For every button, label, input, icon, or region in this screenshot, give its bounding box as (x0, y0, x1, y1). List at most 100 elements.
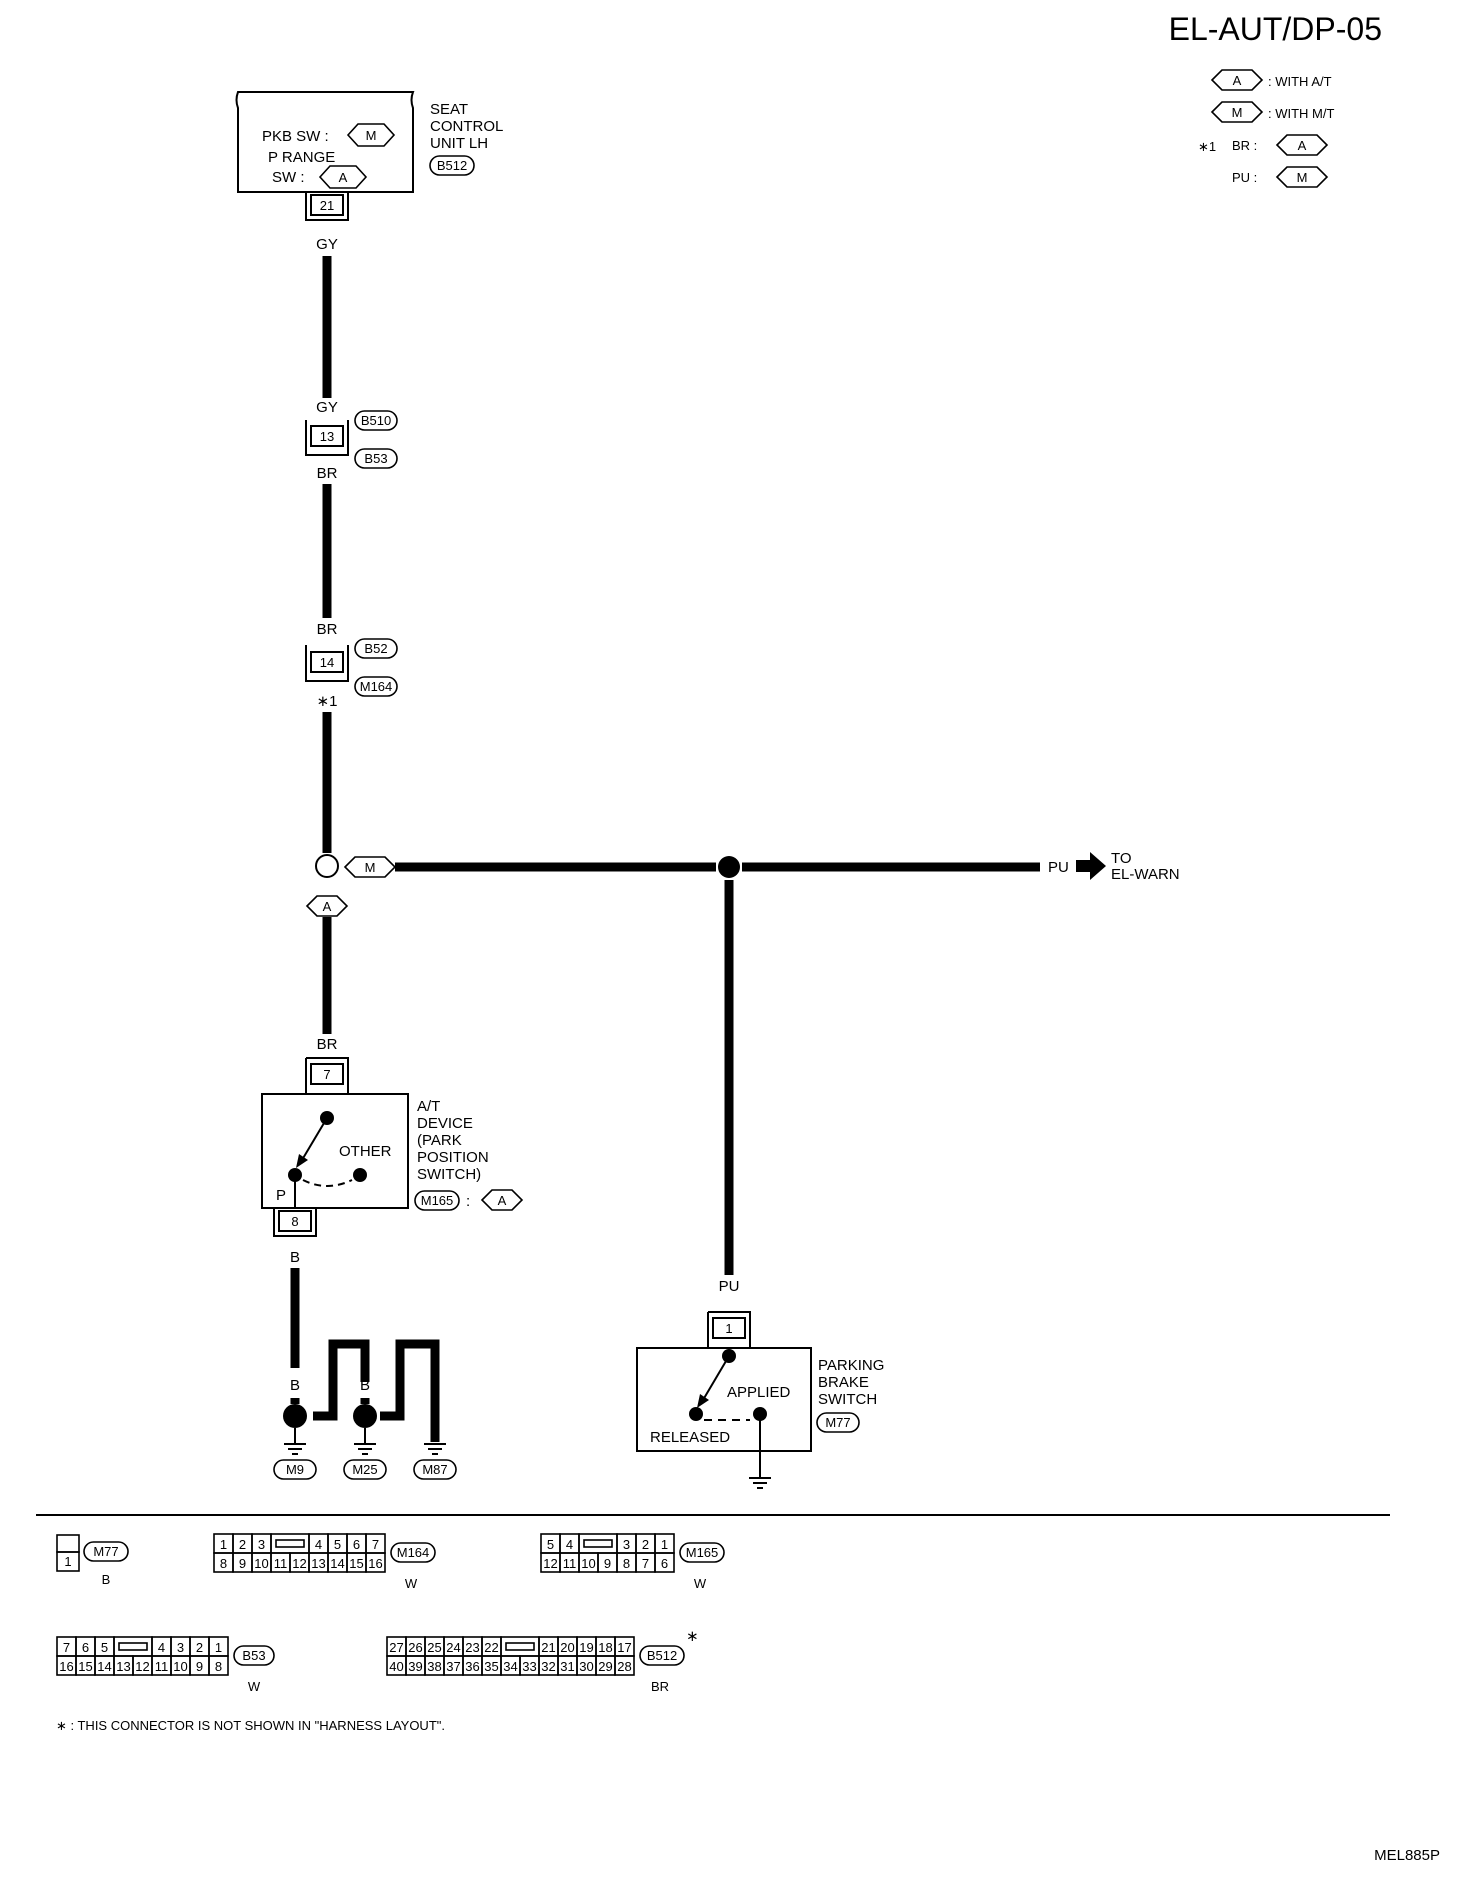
at-p-label: P (276, 1187, 286, 1204)
pin-label: 29 (598, 1659, 612, 1674)
pin-label: 31 (560, 1659, 574, 1674)
b52-label: B52 (364, 641, 387, 656)
ground-m9-shape (273, 1459, 317, 1480)
seat-unit-name2: CONTROL (430, 118, 503, 135)
splice-node (718, 856, 740, 878)
pb-pin1-bracket (707, 1311, 751, 1348)
connector-color: W (248, 1679, 261, 1694)
legend-star1: ∗1 (1198, 139, 1216, 154)
pin-label: 26 (408, 1640, 422, 1655)
wire-br2-label: BR (317, 621, 338, 638)
b510-label: B510 (361, 413, 391, 428)
pin13-bracket (305, 420, 349, 456)
pin21-bracket (305, 192, 349, 221)
at-switch-arrow-icon (296, 1154, 308, 1168)
arrow-right-icon (1076, 852, 1106, 880)
pin-label: 11 (155, 1659, 169, 1674)
wire-gy-bottom-label: GY (316, 399, 338, 416)
seat-unit-name3: UNIT LH (430, 135, 488, 152)
at-name3: (PARK (417, 1132, 462, 1149)
m77-name: M77 (93, 1544, 118, 1559)
pin-label: 5 (101, 1640, 108, 1655)
pin-label: 22 (484, 1640, 498, 1655)
key-tab (275, 1539, 305, 1548)
pin-label: 10 (581, 1556, 595, 1571)
at-other-contact (353, 1168, 367, 1182)
pin-label: 8 (623, 1556, 630, 1571)
ground-b1-label: B (290, 1377, 300, 1394)
pb-released-label: RELEASED (650, 1429, 730, 1446)
branch-m-tag: M (365, 860, 376, 875)
pin8-label: 8 (291, 1214, 298, 1229)
legend-pu-tag-shape (1275, 166, 1329, 188)
pin-label: 10 (173, 1659, 187, 1674)
m77-color: B (102, 1572, 111, 1587)
prange-tag: A (339, 170, 348, 185)
pb-connector-shape (816, 1412, 860, 1433)
pin-label: 24 (446, 1640, 460, 1655)
wire-pu-right-label: PU (1048, 859, 1069, 876)
pin-label: 3 (258, 1537, 265, 1552)
ground1-icon (284, 1443, 306, 1455)
pin-label: 9 (604, 1556, 611, 1571)
pin-label: 7 (372, 1537, 379, 1552)
legend-a-tag: A (1233, 73, 1242, 88)
at-connector: M165 (421, 1193, 454, 1208)
connector-color: W (694, 1576, 707, 1591)
pin-label: 2 (239, 1537, 246, 1552)
pin-label: 35 (484, 1659, 498, 1674)
pin-label: 4 (315, 1537, 322, 1552)
footnote: ∗ : THIS CONNECTOR IS NOT SHOWN IN "HARN… (56, 1718, 445, 1733)
branch-a-tag-shape (305, 895, 349, 917)
pin-label: 40 (389, 1659, 403, 1674)
prange-tag-shape (318, 165, 368, 189)
pin-label: 15 (349, 1556, 363, 1571)
pb-ground-icon (749, 1477, 771, 1489)
pin-label: 37 (446, 1659, 460, 1674)
at-name5: SWITCH) (417, 1166, 481, 1183)
pb-released-contact (689, 1407, 703, 1421)
pin8-bracket (273, 1208, 317, 1237)
connector-color: BR (651, 1679, 669, 1694)
pin-label: 13 (311, 1556, 325, 1571)
at-tag-shape (480, 1189, 524, 1211)
connector-star: ∗ (686, 1628, 699, 1645)
pin7-label: 7 (323, 1067, 330, 1082)
pin-label: 12 (543, 1556, 557, 1571)
pin-label: 8 (220, 1556, 227, 1571)
pin-label: 25 (427, 1640, 441, 1655)
legend-pu-label: PU : (1232, 170, 1257, 185)
ground-m87: M87 (422, 1462, 447, 1477)
at-name4: POSITION (417, 1149, 489, 1166)
pin-label: 19 (579, 1640, 593, 1655)
pin-label: 36 (465, 1659, 479, 1674)
legend-a-tag-shape (1210, 69, 1264, 91)
pin-label: 9 (239, 1556, 246, 1571)
at-device-box (261, 1093, 409, 1209)
pin14-box (310, 651, 344, 673)
pb-pin1-label: 1 (725, 1321, 732, 1336)
pin-label: 12 (292, 1556, 306, 1571)
ground-network: B B B B B M9 M25 M87 (273, 1268, 457, 1480)
pin-label: 3 (177, 1640, 184, 1655)
pb-name3: SWITCH (818, 1391, 877, 1408)
m164-tag-label: M164 (360, 679, 393, 694)
connector-name: B512 (647, 1648, 677, 1663)
pin-label: 30 (579, 1659, 593, 1674)
pin-label: 38 (427, 1659, 441, 1674)
connector-name: M165 (686, 1545, 719, 1560)
pin-label: 39 (408, 1659, 422, 1674)
b510-shape (354, 410, 398, 431)
pin13-box (310, 425, 344, 447)
at-other-label: OTHER (339, 1143, 392, 1160)
pin14-label: 14 (320, 655, 334, 670)
prange-line2: SW : (272, 169, 305, 186)
m77-name-shape (83, 1541, 129, 1562)
pin-label: 15 (78, 1659, 92, 1674)
pin-label: 11 (563, 1556, 577, 1571)
ground-m87-shape (413, 1459, 457, 1480)
pin-label: 6 (82, 1640, 89, 1655)
wire-gy-top-label: GY (316, 236, 338, 253)
